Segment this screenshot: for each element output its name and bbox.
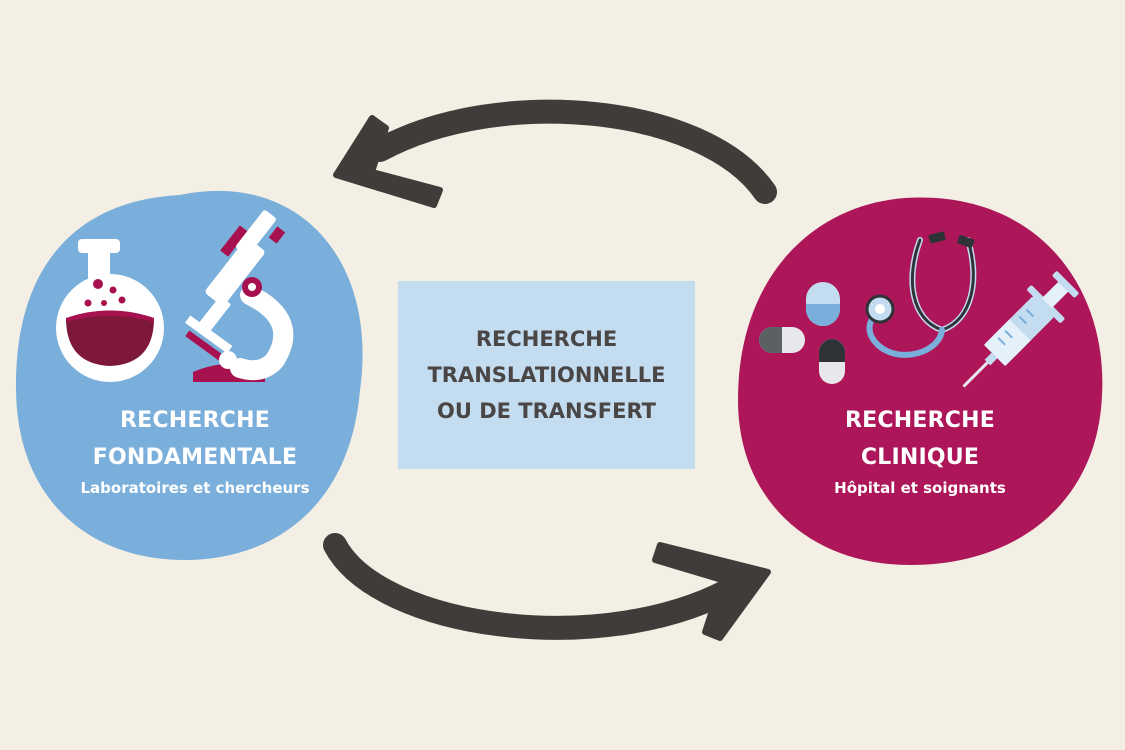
arrow-bottom-icon (323, 533, 771, 641)
syringe-icon (962, 271, 1079, 388)
clinical-research-circle (738, 197, 1103, 566)
fundamental-research-circle (15, 190, 363, 560)
clinical-title-line2: CLINIQUE (860, 445, 980, 470)
arrow-top-icon (333, 99, 777, 208)
fundamental-subtitle: Laboratoires et chercheurs (80, 479, 310, 497)
translational-line3: OU DE TRANSFERT (437, 399, 656, 423)
stethoscope-icon (865, 231, 977, 358)
fundamental-research-label: RECHERCHE FONDAMENTALE Laboratoires et c… (40, 402, 350, 498)
clinical-title-line1: RECHERCHE (845, 408, 995, 433)
flask-icon (56, 239, 164, 382)
fundamental-title-line2: FONDAMENTALE (92, 445, 298, 470)
fundamental-title-line1: RECHERCHE (120, 408, 270, 433)
translational-line1: RECHERCHE (475, 327, 618, 351)
translational-research-label: RECHERCHE TRANSLATIONNELLE OU DE TRANSFE… (398, 281, 695, 469)
translational-research-box (398, 281, 695, 469)
clinical-research-label: RECHERCHE CLINIQUE Hôpital et soignants (770, 402, 1070, 498)
clinical-subtitle: Hôpital et soignants (834, 479, 1006, 497)
microscope-icon (185, 210, 294, 382)
pills-icon (759, 282, 845, 384)
translational-line2: TRANSLATIONNELLE (427, 363, 666, 387)
